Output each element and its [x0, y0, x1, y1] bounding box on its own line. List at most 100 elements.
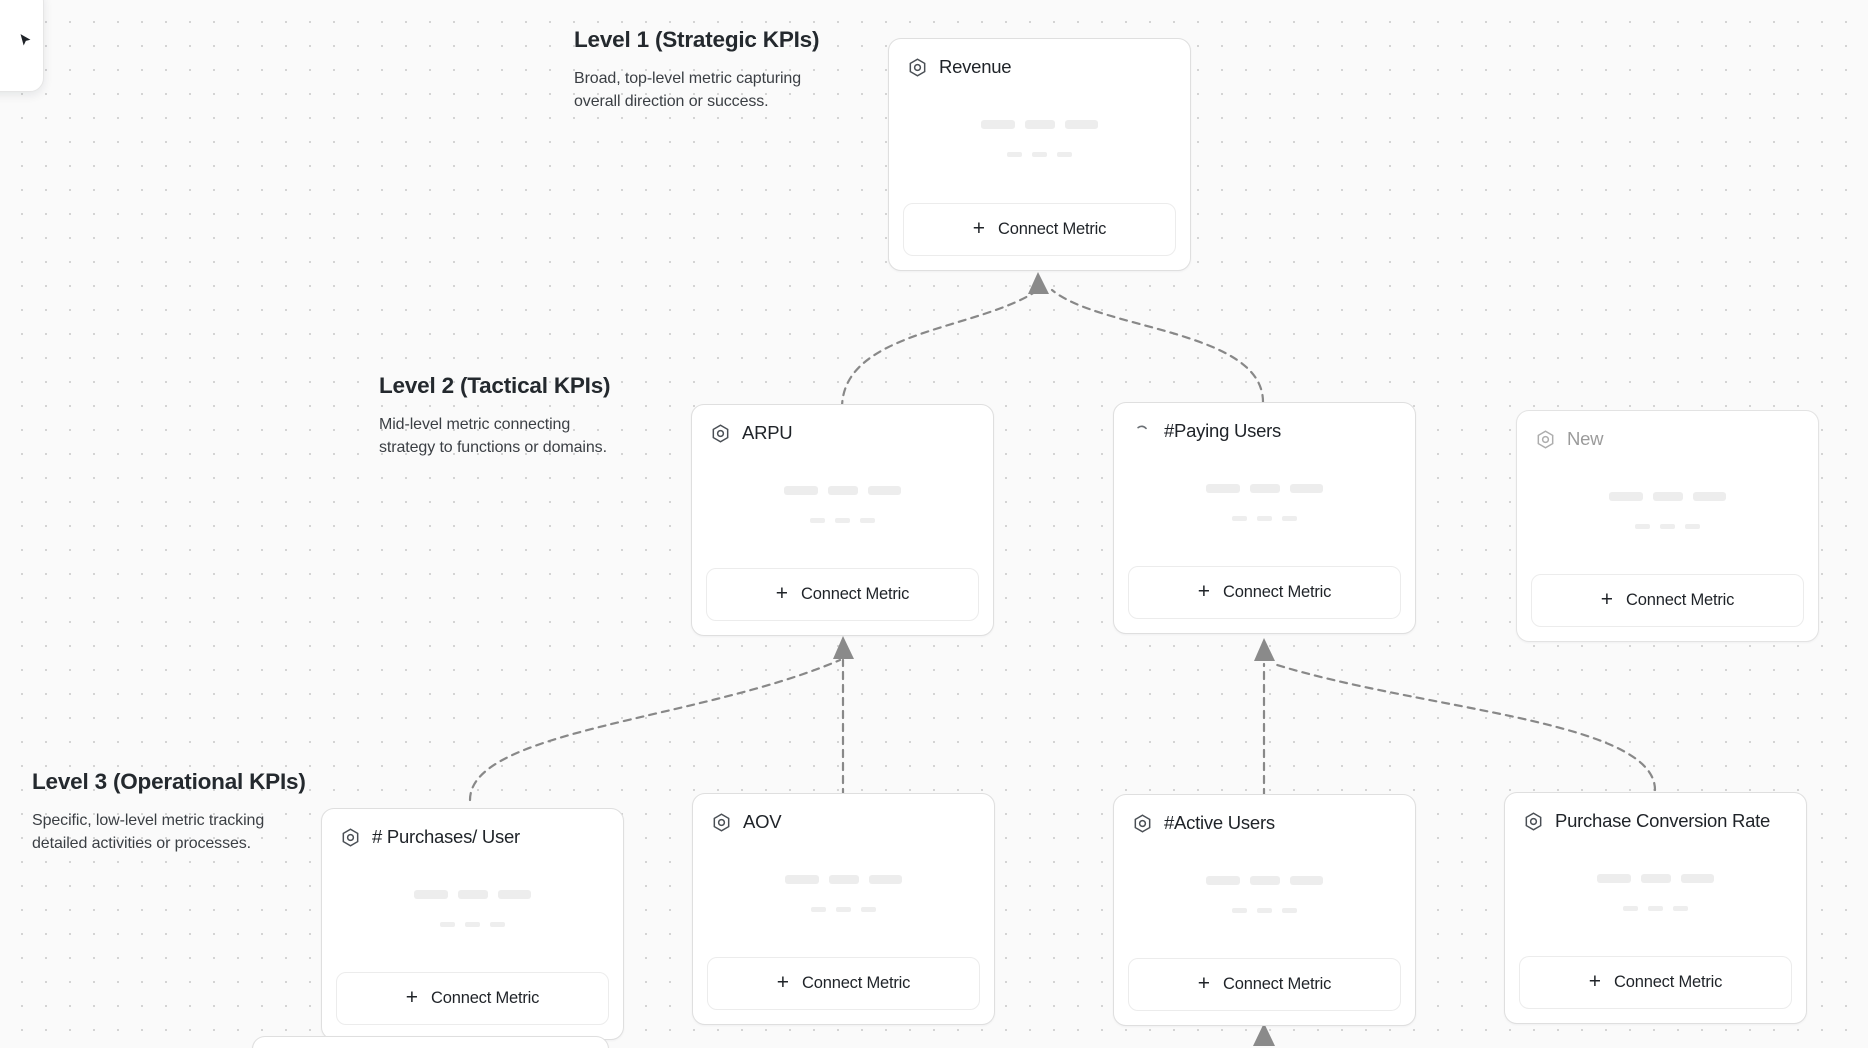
- metric-card-aov[interactable]: AOV + Connect Metric: [692, 793, 995, 1025]
- metric-card-revenue[interactable]: Revenue + Connect Metric: [888, 38, 1191, 271]
- skeleton-bar: [1641, 873, 1671, 883]
- skeleton-bar: [465, 921, 480, 927]
- skeleton-bar: [1025, 120, 1055, 129]
- skeleton-row-primary: [784, 485, 901, 495]
- connect-metric-button[interactable]: + Connect Metric: [707, 957, 980, 1010]
- edge-arpu-revenue: [840, 288, 1040, 410]
- card-skeleton-body: [1531, 450, 1804, 574]
- level-1-desc-line1: Broad, top-level metric capturing: [574, 70, 802, 87]
- card-header: #Paying Users: [1128, 417, 1401, 442]
- loading-spinner-icon: [1132, 421, 1153, 442]
- hexagon-metric-icon: [1523, 811, 1544, 832]
- skeleton-bar: [1282, 907, 1297, 913]
- connect-metric-label: Connect Metric: [801, 585, 910, 603]
- plus-icon: +: [1197, 972, 1211, 995]
- skeleton-bar: [829, 874, 859, 884]
- card-title: Purchase Conversion Rate: [1555, 810, 1771, 831]
- skeleton-row-primary: [1597, 873, 1714, 883]
- skeleton-bar: [810, 517, 825, 523]
- plus-icon: +: [1588, 970, 1602, 993]
- skeleton-row-primary: [414, 889, 531, 899]
- skeleton-row-secondary: [1635, 523, 1700, 529]
- connect-metric-button[interactable]: + Connect Metric: [1531, 574, 1804, 627]
- cursor-pointer-icon[interactable]: [17, 32, 34, 49]
- skeleton-bar: [784, 485, 818, 495]
- card-skeleton-body: [1128, 442, 1401, 566]
- hexagon-metric-icon: [1535, 429, 1556, 450]
- skeleton-bar: [1057, 152, 1072, 157]
- card-skeleton-body: [706, 444, 979, 568]
- card-title: New: [1567, 428, 1604, 449]
- skeleton-bar: [861, 906, 876, 912]
- skeleton-bar: [1635, 523, 1650, 529]
- skeleton-row-secondary: [811, 906, 876, 912]
- skeleton-bar: [440, 921, 455, 927]
- skeleton-bar: [1232, 907, 1247, 913]
- skeleton-bar: [1609, 491, 1643, 501]
- edge-purchases-arpu: [468, 658, 842, 802]
- skeleton-bar: [1282, 515, 1297, 521]
- edge-conversion-payingusers: [1272, 662, 1657, 792]
- card-header: New: [1531, 425, 1804, 450]
- metric-card-paying-users[interactable]: #Paying Users + Connect Metric: [1113, 402, 1416, 634]
- plus-icon: +: [405, 986, 419, 1009]
- card-header: # Purchases/ User: [336, 823, 609, 848]
- skeleton-bar: [860, 517, 875, 523]
- skeleton-bar: [490, 921, 505, 927]
- level-3-title: Level 3 (Operational KPIs): [32, 769, 306, 794]
- skeleton-bar: [828, 485, 858, 495]
- skeleton-bar: [1257, 907, 1272, 913]
- metric-card-active-users[interactable]: #Active Users + Connect Metric: [1113, 794, 1416, 1026]
- skeleton-bar: [811, 906, 826, 912]
- skeleton-bar: [785, 874, 819, 884]
- skeleton-bar: [1597, 873, 1631, 883]
- card-skeleton-body: [707, 833, 980, 957]
- connect-metric-button[interactable]: + Connect Metric: [706, 568, 979, 621]
- skeleton-bar: [868, 485, 901, 495]
- metric-card-offscreen-bottom[interactable]: [252, 1036, 609, 1048]
- metric-card-purchases-per-user[interactable]: # Purchases/ User + Connect Metric: [321, 808, 624, 1040]
- skeleton-bar: [458, 889, 488, 899]
- plus-icon: +: [1600, 588, 1614, 611]
- card-title: ARPU: [742, 422, 793, 443]
- card-header: AOV: [707, 808, 980, 833]
- floating-toolbar-panel[interactable]: [0, 0, 44, 92]
- skeleton-row-primary: [785, 874, 902, 884]
- connect-metric-button[interactable]: + Connect Metric: [336, 972, 609, 1025]
- plus-icon: +: [776, 971, 790, 994]
- skeleton-bar: [1660, 523, 1675, 529]
- level-2-title: Level 2 (Tactical KPIs): [379, 373, 611, 398]
- skeleton-bar: [1257, 515, 1272, 521]
- edge-arrow-payingusers: [1254, 638, 1275, 661]
- connect-metric-button[interactable]: + Connect Metric: [903, 203, 1176, 256]
- connect-metric-label: Connect Metric: [1223, 975, 1332, 993]
- edge-payingusers-revenue: [1050, 288, 1265, 404]
- skeleton-bar: [1032, 152, 1047, 157]
- skeleton-bar: [1206, 483, 1240, 493]
- connect-metric-label: Connect Metric: [802, 974, 911, 992]
- connect-metric-button[interactable]: + Connect Metric: [1128, 958, 1401, 1011]
- skeleton-bar: [1206, 875, 1240, 885]
- metric-card-arpu[interactable]: ARPU + Connect Metric: [691, 404, 994, 636]
- card-title: Revenue: [939, 56, 1012, 77]
- metric-card-purchase-conversion-rate[interactable]: Purchase Conversion Rate + Connect Metri…: [1504, 792, 1807, 1024]
- skeleton-bar: [869, 874, 902, 884]
- level-3-desc-line1: Specific, low-level metric tracking: [32, 812, 265, 829]
- skeleton-bar: [1673, 905, 1688, 911]
- connect-metric-button[interactable]: + Connect Metric: [1519, 956, 1792, 1009]
- card-skeleton-body: [336, 848, 609, 972]
- level-1-title: Level 1 (Strategic KPIs): [574, 27, 820, 52]
- hexagon-metric-icon: [340, 827, 361, 848]
- level-2-desc-line1: Mid-level metric connecting: [379, 416, 571, 433]
- connect-metric-button[interactable]: + Connect Metric: [1128, 566, 1401, 619]
- metric-card-new[interactable]: New + Connect Metric: [1516, 410, 1819, 642]
- skeleton-bar: [1065, 120, 1098, 129]
- skeleton-bar: [981, 120, 1015, 129]
- card-skeleton-body: [1128, 834, 1401, 958]
- card-skeleton-body: [903, 78, 1176, 203]
- hexagon-metric-icon: [1132, 813, 1153, 834]
- skeleton-row-secondary: [1007, 152, 1072, 157]
- skeleton-row-secondary: [810, 517, 875, 523]
- edge-arrow-activeusers-bottom: [1253, 1023, 1275, 1046]
